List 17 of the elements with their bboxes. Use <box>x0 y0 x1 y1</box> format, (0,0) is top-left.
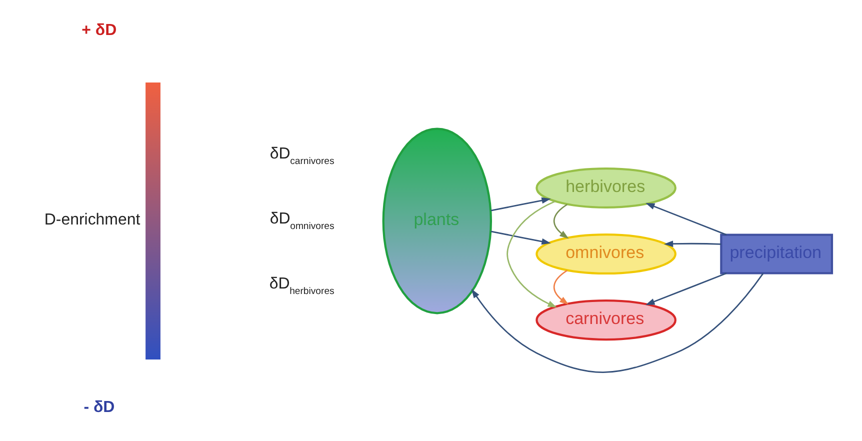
arrow <box>663 240 721 247</box>
label: δD$_{omnivores}$ <box>269 210 334 232</box>
arrow <box>506 200 556 308</box>
arrow <box>645 272 726 305</box>
node-ellipse: omnivores <box>535 233 676 274</box>
label: + δD <box>81 22 116 39</box>
label: D-enrichment <box>44 211 140 228</box>
arrow <box>470 272 764 372</box>
arrow <box>552 203 568 238</box>
node-ellipse: plants <box>382 127 492 314</box>
label: δD$_{carnivores}$ <box>269 145 334 167</box>
arrow <box>490 196 550 211</box>
arrow <box>645 202 726 235</box>
arrow <box>490 230 550 244</box>
arrow <box>552 269 568 304</box>
label: δD$_{herbivores}$ <box>268 275 334 297</box>
label: - δD <box>83 398 114 416</box>
